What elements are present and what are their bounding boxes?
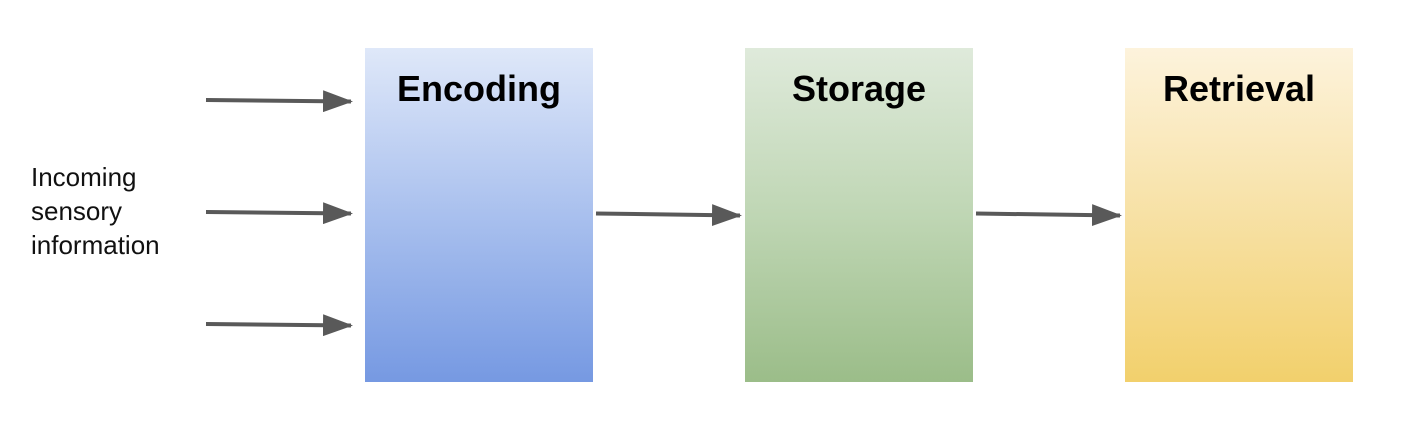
input-label-line-3: information: [31, 230, 160, 260]
encoding-box: Encoding: [365, 48, 593, 382]
storage-title: Storage: [791, 68, 927, 109]
incoming-sensory-information-label: Incoming sensory information: [31, 160, 201, 262]
retrieval-title: Retrieval: [1162, 68, 1316, 109]
storage-box: Storage: [745, 48, 973, 382]
retrieval-box: Retrieval: [1125, 48, 1353, 382]
encoding-to-storage-arrow: [595, 204, 742, 227]
input-arrow-middle: [205, 202, 353, 225]
input-arrow-bottom: [205, 314, 353, 337]
input-arrow-top: [205, 90, 353, 113]
storage-to-retrieval-arrow: [975, 204, 1122, 227]
input-label-line-1: Incoming: [31, 162, 137, 192]
encoding-title: Encoding: [397, 68, 561, 109]
input-label-line-2: sensory: [31, 196, 123, 226]
